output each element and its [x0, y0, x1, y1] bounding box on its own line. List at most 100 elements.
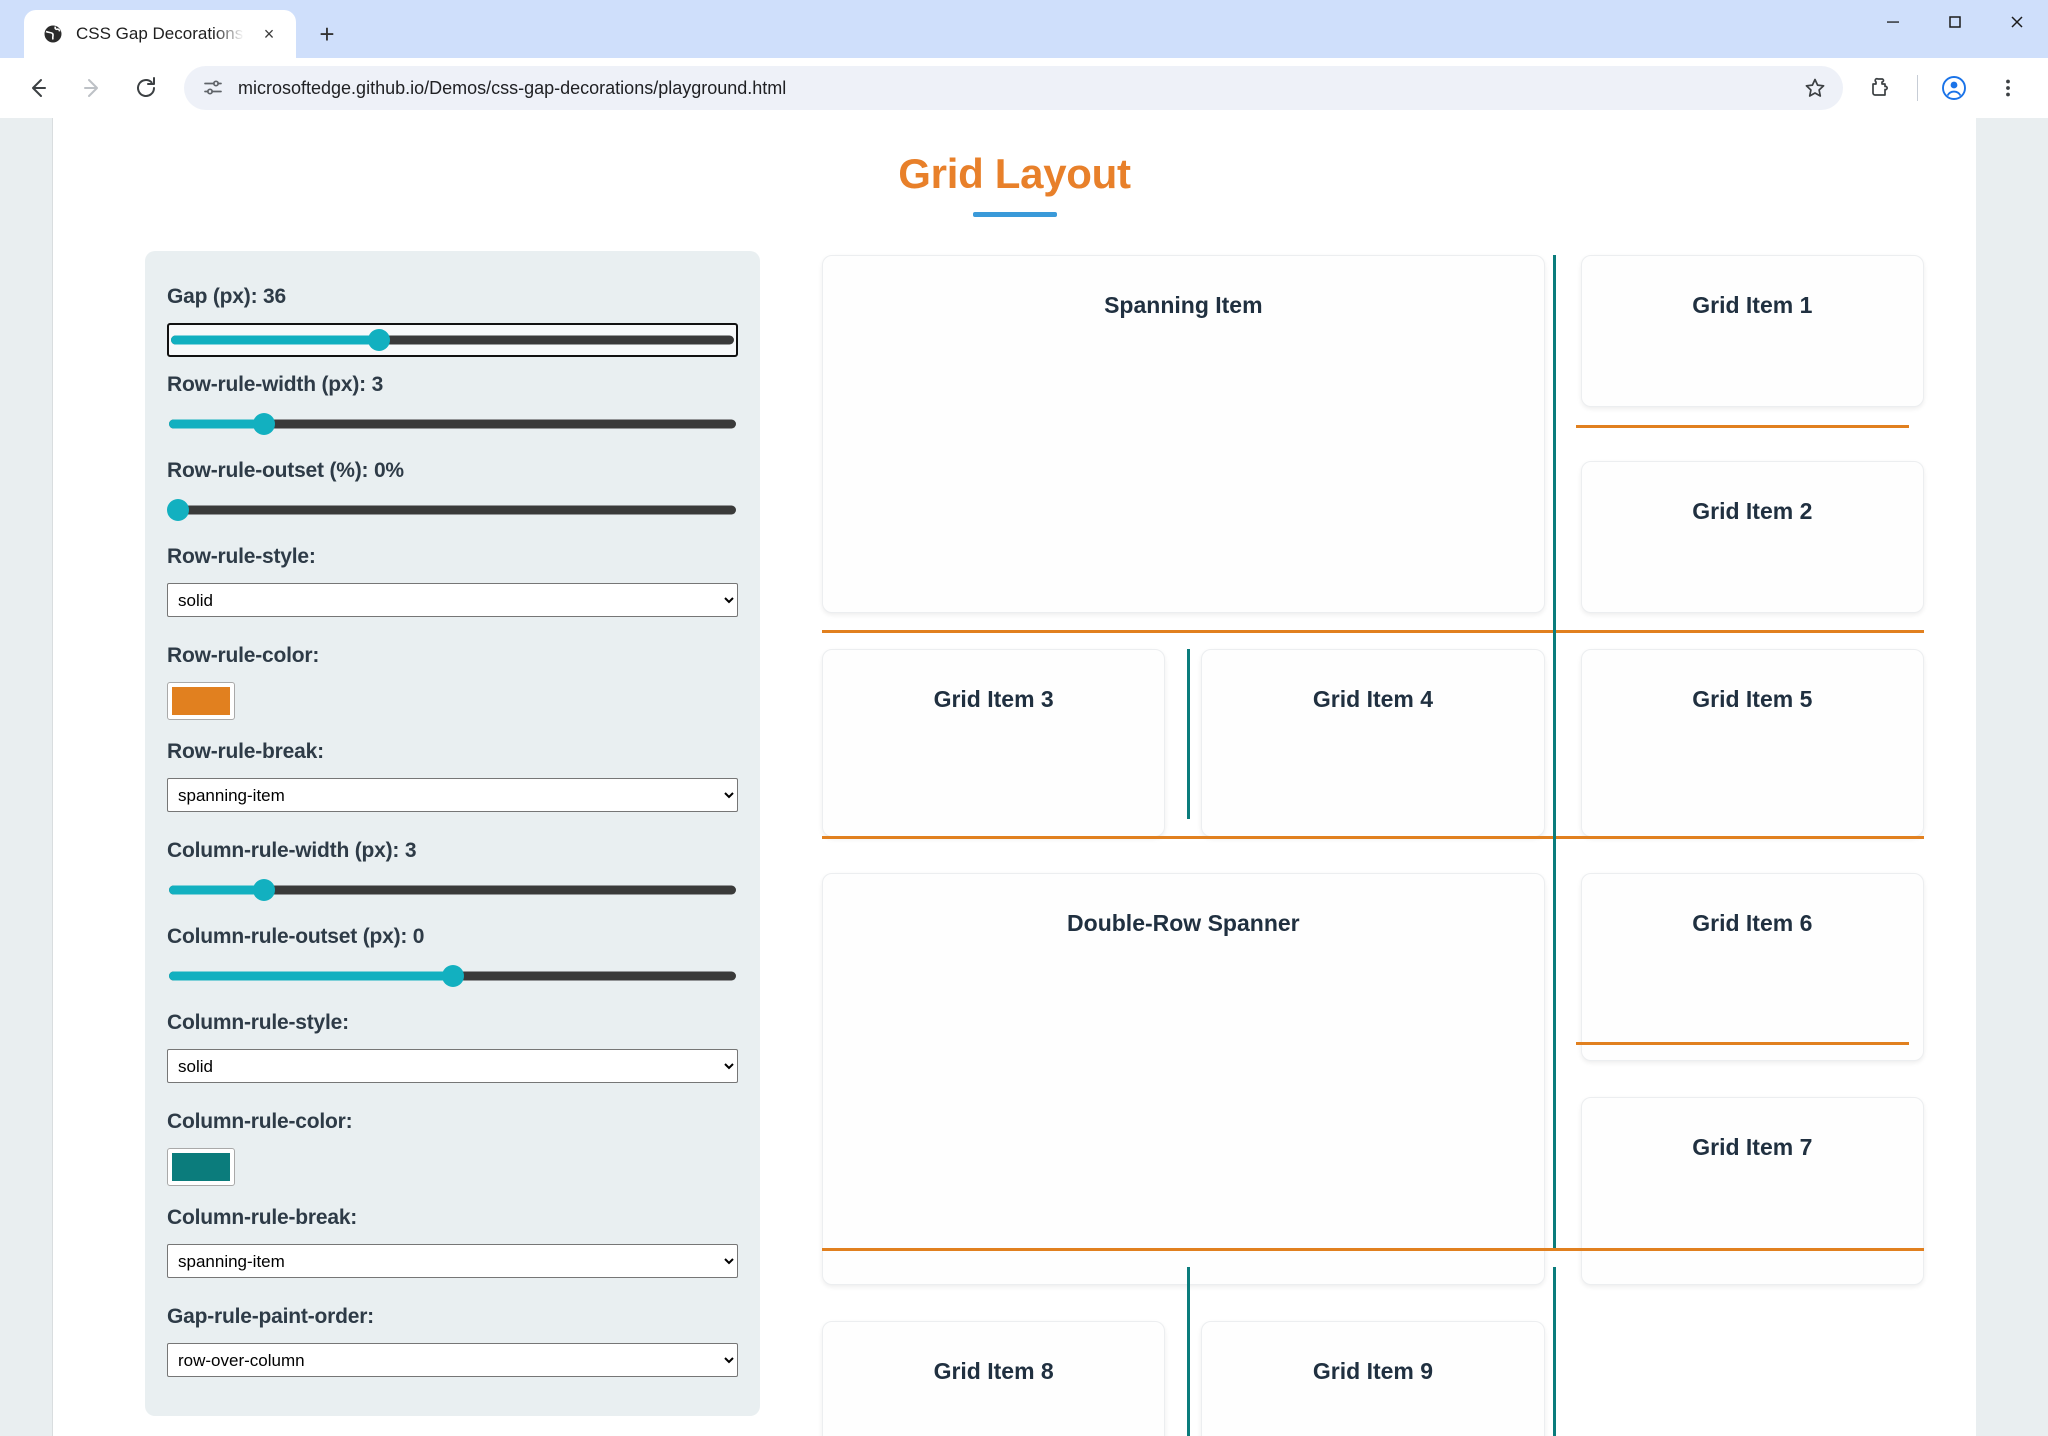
cell-label: Grid Item 6: [1692, 910, 1813, 936]
gap-rule-paint-order-label: Gap-rule-paint-order:: [167, 1305, 374, 1328]
grid-cell-double-row-spanner: Double-Row Spanner: [822, 873, 1545, 1285]
column-rule-outset-slider[interactable]: [167, 963, 738, 989]
row-rule-break-select[interactable]: spanning-item: [167, 778, 738, 812]
cell-label: Grid Item 1: [1692, 292, 1813, 318]
column-rule-break-select[interactable]: spanning-item: [167, 1244, 738, 1278]
row-rule-color-picker[interactable]: [167, 682, 235, 720]
close-window-icon[interactable]: [1986, 0, 2048, 44]
title-underline: [972, 212, 1057, 217]
globe-icon: [42, 23, 64, 45]
grid-cell-item-4: Grid Item 4: [1201, 649, 1545, 837]
grid-cell-item-7: Grid Item 7: [1580, 1097, 1924, 1285]
control-gap: Gap (px): 36: [167, 285, 738, 357]
slider-track: [169, 885, 736, 895]
controls-panel: Gap (px): 36 Row-rule-width (px): 3: [145, 251, 760, 1416]
grid-cell-item-3: Grid Item 3: [822, 649, 1166, 837]
column-rule-mid-row5: [1186, 1267, 1190, 1436]
row-rule-style-select[interactable]: solid: [167, 583, 738, 617]
row-rule-width-slider[interactable]: [167, 411, 738, 437]
cell-label: Spanning Item: [1104, 292, 1263, 318]
control-column-rule-width: Column-rule-width (px): 3: [167, 839, 738, 903]
column-rule-right-long: [1552, 255, 1556, 1248]
control-row-rule-outset: Row-rule-outset (%): 0%: [167, 459, 738, 523]
grid-cell-item-1: Grid Item 1: [1580, 255, 1924, 407]
cell-label: Double-Row Spanner: [1067, 910, 1300, 936]
column-rule-color-swatch: [172, 1153, 230, 1181]
slider-fill: [171, 335, 380, 345]
row-rule-color-label: Row-rule-color:: [167, 644, 320, 667]
control-column-rule-style: Column-rule-style: solid: [167, 1011, 738, 1105]
more-vertical-icon[interactable]: [1984, 64, 2032, 112]
control-gap-rule-paint-order: Gap-rule-paint-order: row-over-column: [167, 1305, 738, 1383]
row-rule-outset-slider[interactable]: [167, 497, 738, 523]
cell-label: Grid Item 5: [1692, 686, 1813, 712]
column-rule-width-label: Column-rule-width (px): 3: [167, 839, 417, 862]
browser-toolbar: microsoftedge.github.io/Demos/css-gap-de…: [0, 58, 2048, 118]
grid-demo-area: Spanning Item Grid Item 1 Grid Item 2 Gr…: [822, 251, 1924, 1436]
web-page: Grid Layout Gap (px): 36: [52, 118, 1976, 1436]
column-rule-style-label: Column-rule-style:: [167, 1011, 349, 1034]
back-icon[interactable]: [14, 64, 62, 112]
column-rule-width-slider[interactable]: [167, 877, 738, 903]
slider-track: [171, 335, 734, 345]
maximize-icon[interactable]: [1924, 0, 1986, 44]
cell-label: Grid Item 8: [933, 1358, 1054, 1384]
row-rule-full-1: [822, 630, 1924, 633]
grid-cell-item-8: Grid Item 8: [822, 1321, 1166, 1436]
row-rule-width-label: Row-rule-width (px): 3: [167, 373, 384, 396]
grid-cell-spanning-item: Spanning Item: [822, 255, 1545, 613]
minimize-icon[interactable]: [1862, 0, 1924, 44]
gap-label: Gap (px): 36: [167, 285, 286, 308]
slider-track: [169, 419, 736, 429]
close-icon[interactable]: ×: [263, 23, 275, 44]
site-settings-icon[interactable]: [200, 75, 226, 101]
reload-icon[interactable]: [122, 64, 170, 112]
grid-cell-item-5: Grid Item 5: [1580, 649, 1924, 837]
slider-fill: [169, 971, 453, 981]
cell-label: Grid Item 2: [1692, 498, 1813, 524]
control-column-rule-color: Column-rule-color:: [167, 1110, 738, 1186]
column-rule-color-picker[interactable]: [167, 1148, 235, 1186]
tab-strip: CSS Gap Decorations playground × +: [0, 0, 1862, 58]
url-text: microsoftedge.github.io/Demos/css-gap-de…: [238, 77, 787, 98]
control-row-rule-color: Row-rule-color:: [167, 644, 738, 720]
cell-label: Grid Item 4: [1312, 686, 1434, 712]
control-column-rule-break: Column-rule-break: spanning-item: [167, 1206, 738, 1300]
slider-thumb[interactable]: [167, 499, 190, 521]
cell-label: Grid Item 7: [1692, 1134, 1813, 1160]
column-rule-right-bottom: [1552, 1267, 1556, 1436]
grid-cell-item-9: Grid Item 9: [1201, 1321, 1545, 1436]
address-bar[interactable]: microsoftedge.github.io/Demos/css-gap-de…: [184, 66, 1843, 110]
extensions-puzzle-icon[interactable]: [1857, 64, 1905, 112]
column-rule-color-label: Column-rule-color:: [167, 1110, 353, 1133]
profile-avatar-icon[interactable]: [1930, 64, 1978, 112]
column-rule-style-select[interactable]: solid: [167, 1049, 738, 1083]
column-rule-break-label: Column-rule-break:: [167, 1206, 358, 1229]
browser-tab[interactable]: CSS Gap Decorations playground ×: [24, 10, 296, 58]
toolbar-divider: [1917, 75, 1918, 101]
slider-thumb[interactable]: [367, 329, 390, 351]
forward-icon[interactable]: [68, 64, 116, 112]
demo-grid: Spanning Item Grid Item 1 Grid Item 2 Gr…: [822, 255, 1924, 1436]
row-rule-color-swatch: [172, 687, 230, 715]
page-content: Gap (px): 36 Row-rule-width (px): 3: [93, 251, 1936, 1436]
bookmark-star-icon[interactable]: [1795, 68, 1835, 108]
column-rule-outset-label: Column-rule-outset (px): 0: [167, 925, 425, 948]
control-row-rule-width: Row-rule-width (px): 3: [167, 373, 738, 437]
slider-thumb[interactable]: [253, 413, 276, 435]
new-tab-button[interactable]: +: [319, 18, 335, 49]
grid-cell-item-2: Grid Item 2: [1580, 461, 1924, 613]
control-column-rule-outset: Column-rule-outset (px): 0: [167, 925, 738, 989]
grid-cell-item-6: Grid Item 6: [1580, 873, 1924, 1061]
cell-label: Grid Item 3: [933, 686, 1054, 712]
window-controls: [1862, 0, 2048, 58]
slider-thumb[interactable]: [253, 879, 276, 901]
gap-rule-paint-order-select[interactable]: row-over-column: [167, 1343, 738, 1377]
slider-fill: [169, 419, 266, 429]
slider-track: [169, 505, 736, 515]
slider-thumb[interactable]: [441, 965, 464, 987]
title-bar: CSS Gap Decorations playground × +: [0, 0, 2048, 58]
page-title: Grid Layout: [898, 150, 1131, 197]
gap-slider[interactable]: [167, 323, 738, 357]
